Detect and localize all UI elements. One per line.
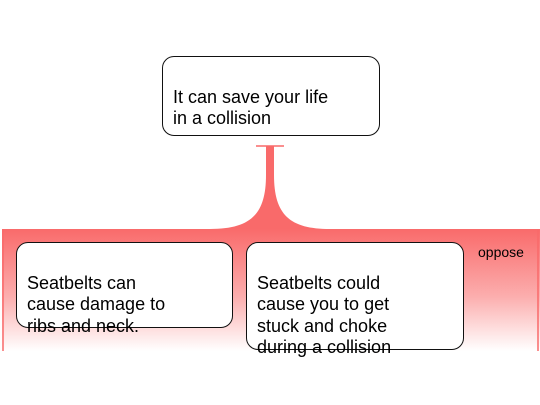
objection-node[interactable]: Seatbelts could cause you to get stuck a… [246, 242, 464, 357]
objection-node[interactable]: Seatbelts can cause damage to ribs and n… [16, 242, 233, 336]
claim-text: It can save your life in a collision [173, 86, 329, 129]
claim-node[interactable]: It can save your life in a collision [162, 56, 380, 136]
oppose-label: oppose [478, 244, 524, 260]
objection-text: Seatbelts can cause damage to ribs and n… [27, 272, 166, 336]
oppose-connector [210, 146, 330, 229]
objection-text: Seatbelts could cause you to get stuck a… [257, 272, 392, 358]
